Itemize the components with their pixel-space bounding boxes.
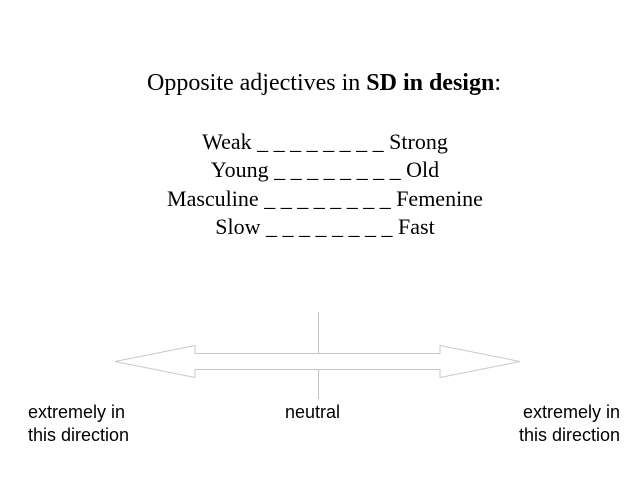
pair-left-word: Slow <box>215 213 261 239</box>
adjective-pair-row: Masculine _ _ _ _ _ _ _ _ Femenine <box>12 185 638 213</box>
scale-left-label: extremely in this direction <box>28 401 129 447</box>
pair-scale-blanks: _ _ _ _ _ _ _ _ <box>257 129 384 154</box>
double-headed-arrow-icon <box>114 344 521 379</box>
adjective-pair-row: Slow _ _ _ _ _ _ _ _ Fast <box>12 213 638 241</box>
adjective-pair-row: Weak _ _ _ _ _ _ _ _ Strong <box>12 128 638 156</box>
adjective-pair-row: Young _ _ _ _ _ _ _ _ Old <box>12 156 638 184</box>
pair-left-word: Weak <box>202 129 252 154</box>
scale-left-label-line2: this direction <box>28 425 130 445</box>
title-suffix: : <box>494 70 501 96</box>
pair-left-word: Masculine <box>167 185 259 211</box>
pair-right-word: Fast <box>398 213 435 239</box>
pair-left-word: Young <box>210 157 269 183</box>
slide-title: Opposite adjectives in SD in design: <box>0 68 638 98</box>
scale-left-label-line1: extremely in <box>28 402 126 422</box>
title-prefix: Opposite adjectives in <box>146 70 367 96</box>
pair-right-word: Old <box>406 157 440 183</box>
pair-scale-blanks: _ _ _ _ _ _ _ _ <box>274 157 401 183</box>
scale-right-label-line1: extremely in <box>522 402 620 422</box>
pair-scale-blanks: _ _ _ _ _ _ _ _ <box>266 213 393 239</box>
adjective-pairs-list: Weak _ _ _ _ _ _ _ _ Strong Young _ _ _ … <box>0 128 638 241</box>
pair-right-word: Femenine <box>396 185 483 211</box>
title-emphasis: SD in design <box>366 70 495 96</box>
pair-scale-blanks: _ _ _ _ _ _ _ _ <box>264 185 391 211</box>
scale-center-label: neutral <box>285 402 341 422</box>
scale-right-label-line2: this direction <box>518 425 620 445</box>
pair-right-word: Strong <box>389 129 448 154</box>
scale-right-label: extremely in this direction <box>519 401 620 447</box>
